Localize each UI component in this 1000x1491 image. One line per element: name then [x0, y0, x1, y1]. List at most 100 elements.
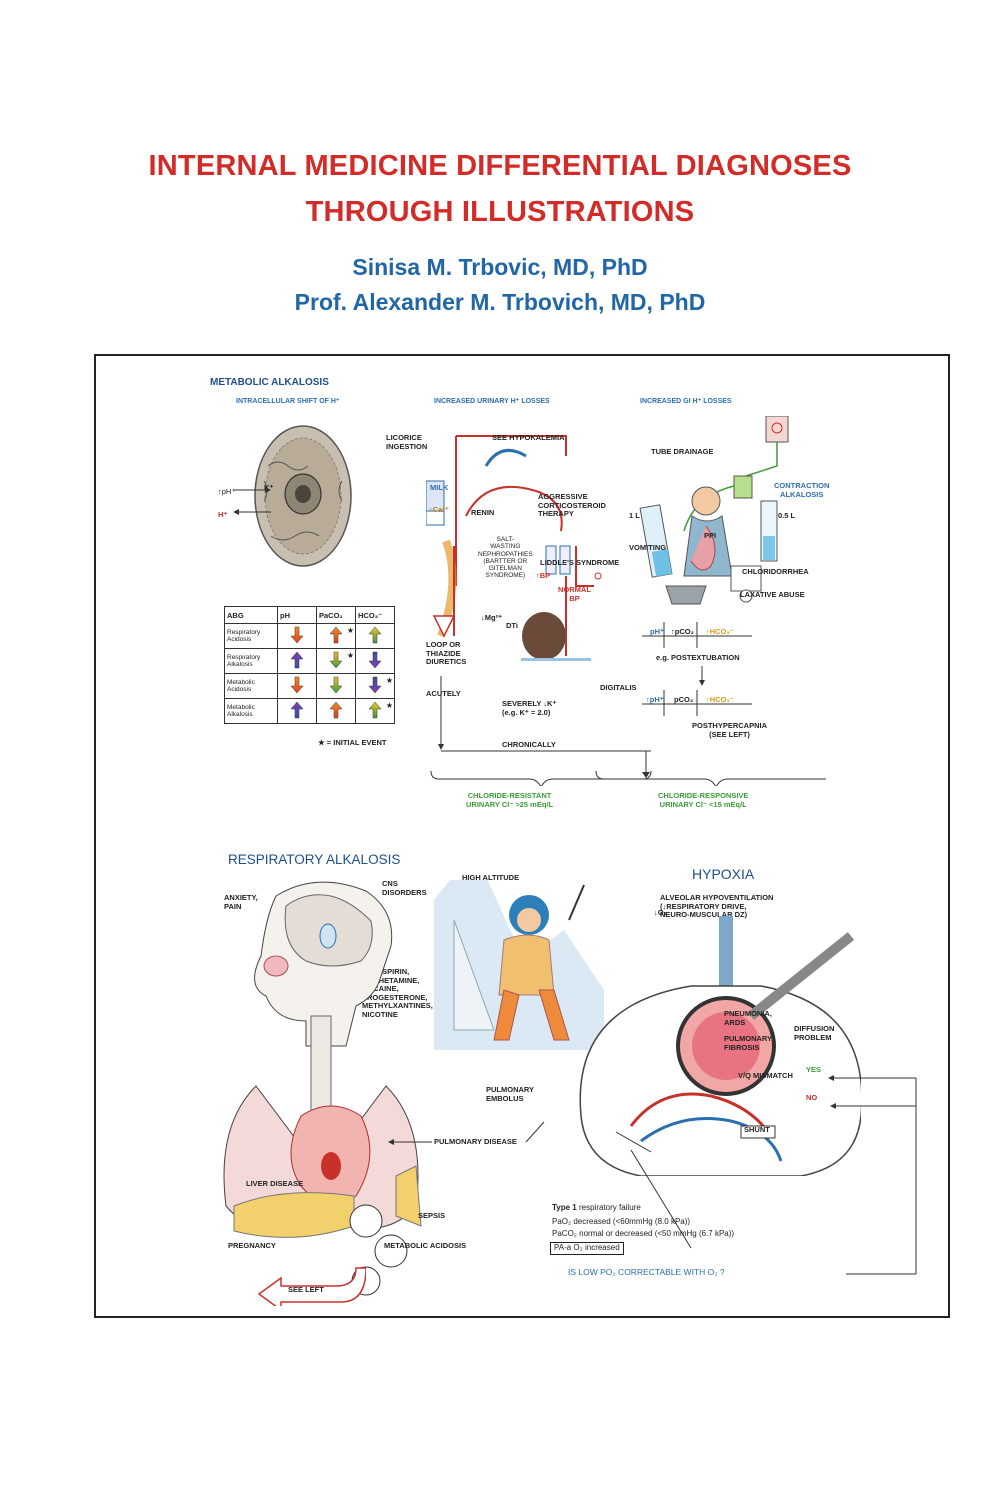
acutely-label: ACUTELY [426, 689, 461, 698]
magnesium-label: ↓Mg²⁺ [481, 613, 503, 622]
postextubation-label: e.g. POSTEXTUBATION [656, 653, 740, 662]
digitalis-label: DIGITALIS [600, 683, 637, 692]
h-label: H⁺ [218, 510, 228, 519]
abg-header-abg: ABG [224, 606, 278, 624]
hypoxia-heading: HYPOXIA [692, 866, 755, 882]
chloride-resistant-label: CHLORIDE-RESISTANT URINARY Cl⁻ >25 mEq/L [466, 791, 554, 809]
liddle-label: LIDDLE'S SYNDROME [540, 558, 620, 567]
dti-label: DTi [506, 621, 518, 630]
see-left-arrow [257, 1267, 366, 1306]
lung-illustration [579, 916, 861, 1176]
k-label: K⁺ [264, 483, 274, 492]
comp-row1-hco3: ↑HCO₃⁻ [706, 627, 734, 636]
abg-header-paco2: PaCO₂ [316, 606, 356, 624]
chloridorrhea-label: CHLORIDORRHEA [742, 567, 809, 576]
aa-gradient-label: PA-a O₂ increased [550, 1242, 624, 1255]
abg-header-ph: pH [277, 606, 317, 624]
type1-label: Type 1 respiratory failure [552, 1203, 641, 1212]
title-line-1: INTERNAL MEDICINE DIFFERENTIAL DIAGNOSES [148, 150, 852, 182]
milk-label: MILK [430, 483, 449, 492]
vq-mismatch-label: V/Q MISMATCH [738, 1071, 793, 1080]
body-illustration [223, 881, 422, 1296]
calcium-label: ↑Ca²⁺ [429, 505, 449, 514]
correctable-question: IS LOW PO₂ CORRECTABLE WITH O₂ ? [568, 1267, 725, 1277]
abg-table: ABG pH PaCO₂ HCO₃⁻ Respiratory Acidosis★… [224, 606, 395, 724]
laxative-label: LAXATIVE ABUSE [740, 590, 805, 599]
branch-lines [430, 676, 826, 786]
high-altitude-label: HIGH ALTITUDE [462, 873, 520, 882]
fibrosis-label: PULMONARY FIBROSIS [724, 1034, 773, 1052]
alveolar-label: ALVEOLAR HYPOVENTILATION (↓RESPIRATORY D… [660, 893, 774, 919]
salt-wasting-label: SALT- WASTING NEPHROPATHIES (BARTTER OR … [478, 536, 533, 580]
author-2: Prof. Alexander M. Trbovich, MD, PhD [294, 289, 706, 315]
comp-row1-pco2: ↑pCO₂ [671, 627, 694, 636]
table-row: Respiratory Acidosis★ [224, 623, 395, 649]
cell-illustration [254, 425, 352, 567]
tube-drainage-label: TUBE DRAINAGE [651, 447, 714, 456]
sepsis-label: SEPSIS [418, 1211, 446, 1220]
renin-label: RENIN [471, 508, 495, 517]
shunt-label: SHUNT [744, 1125, 770, 1134]
loop-diuretics-label: LOOP OR THIAZIDE DIURETICS [426, 640, 467, 666]
pulmonary-arrow [388, 1121, 545, 1145]
abg-header-hco3: HCO₃⁻ [355, 606, 395, 624]
see-hypokalemia-label: SEE HYPOKALEMIA [492, 433, 565, 442]
half-liter-label: 0.5 L [778, 511, 796, 520]
illustration-frame: METABOLIC ALKALOSIS INTRACELLULAR SHIFT … [94, 354, 950, 1318]
arrow-up-icon [368, 626, 382, 644]
pneumonia-label: PNEUMONIA, ARDS [724, 1009, 772, 1027]
gi-illustration [639, 416, 789, 605]
table-row: Metabolic Alkalosis★ [224, 698, 395, 724]
severely-label: SEVERELY ↓K⁺ (e.g. K⁺ = 2.0) [502, 699, 557, 717]
feedback-lines [615, 1075, 917, 1275]
posthypercapnia-label: POSTHYPERCAPNIA (SEE LEFT) [692, 721, 768, 739]
pulmonary-embolus-label: PULMONARY EMBOLUS [486, 1085, 535, 1103]
initial-event-star: ★ [385, 701, 393, 710]
ppi-label: PPI [704, 531, 717, 540]
arrow-down-icon [290, 626, 304, 644]
o2-label: ↓O₂ [654, 908, 667, 917]
table-row: Metabolic Acidosis★ [224, 673, 395, 699]
paco2-label: PaCO₂ normal or decreased (<50 mmHg (6.7… [552, 1229, 735, 1238]
initial-event-star: ★ [346, 651, 354, 660]
pregnancy-label: PREGNANCY [228, 1241, 276, 1250]
arrow-down-icon [368, 676, 382, 694]
metabolic-heading: METABOLIC ALKALOSIS [210, 377, 329, 388]
see-left-label: SEE LEFT [288, 1285, 324, 1294]
intracellular-label: INTRACELLULAR SHIFT OF H⁺ [236, 398, 340, 405]
arrow-down-icon [368, 651, 382, 669]
gi-label: INCREASED GI H⁺ LOSSES [640, 398, 732, 405]
contraction-label: CONTRACTION ALKALOSIS [774, 481, 830, 499]
chloride-responsive-label: CHLORIDE-RESPONSIVE URINARY Cl⁻ <15 mEq/… [658, 791, 749, 809]
shift-arrows [233, 487, 271, 515]
arrow-up-icon [368, 701, 382, 719]
arrow-down-icon [329, 676, 343, 694]
vomiting-label: VOMITING [629, 543, 667, 552]
arrow-up-icon [290, 651, 304, 669]
chronically-label: CHRONICALLY [502, 740, 556, 749]
arrow-up-icon [329, 626, 343, 644]
initial-event-star: ★ [385, 676, 393, 685]
pulmonary-disease-label: PULMONARY DISEASE [434, 1137, 517, 1146]
initial-event-star: ★ [346, 626, 354, 635]
diffusion-label: DIFFUSION PROBLEM [794, 1024, 835, 1042]
arrow-up-icon [290, 701, 304, 719]
aggressive-label: AGGRESSIVE CORTICOSTEROID THERAPY [538, 492, 606, 518]
normal-bp-label: NORMAL BP [558, 585, 591, 603]
comp-row2-pco2: pCO₂ [674, 695, 694, 704]
pao2-label: PaO₂ decreased (<60mmHg (8.0 kPa)) [552, 1217, 691, 1226]
table-row: Respiratory Alkalosis★ [224, 648, 395, 674]
kidney-illustration [426, 435, 602, 661]
metabolic-acidosis-label: METABOLIC ACIDOSIS [384, 1241, 467, 1250]
yes-label: YES [806, 1065, 822, 1074]
comp-row2-hco3: ↑HCO₃⁻ [706, 695, 734, 704]
arrow-up-icon [329, 701, 343, 719]
no-label: NO [806, 1093, 818, 1102]
anxiety-label: ANXIETY, PAIN [224, 893, 258, 911]
cns-label: CNS DISORDERS [382, 879, 427, 897]
arrow-down-icon [290, 676, 304, 694]
arrow-down-icon [329, 651, 343, 669]
licorice-label: LICORICE INGESTION [386, 433, 428, 451]
one-liter-label: 1 L [629, 511, 640, 520]
urinary-label: INCREASED URINARY H⁺ LOSSES [434, 398, 550, 405]
